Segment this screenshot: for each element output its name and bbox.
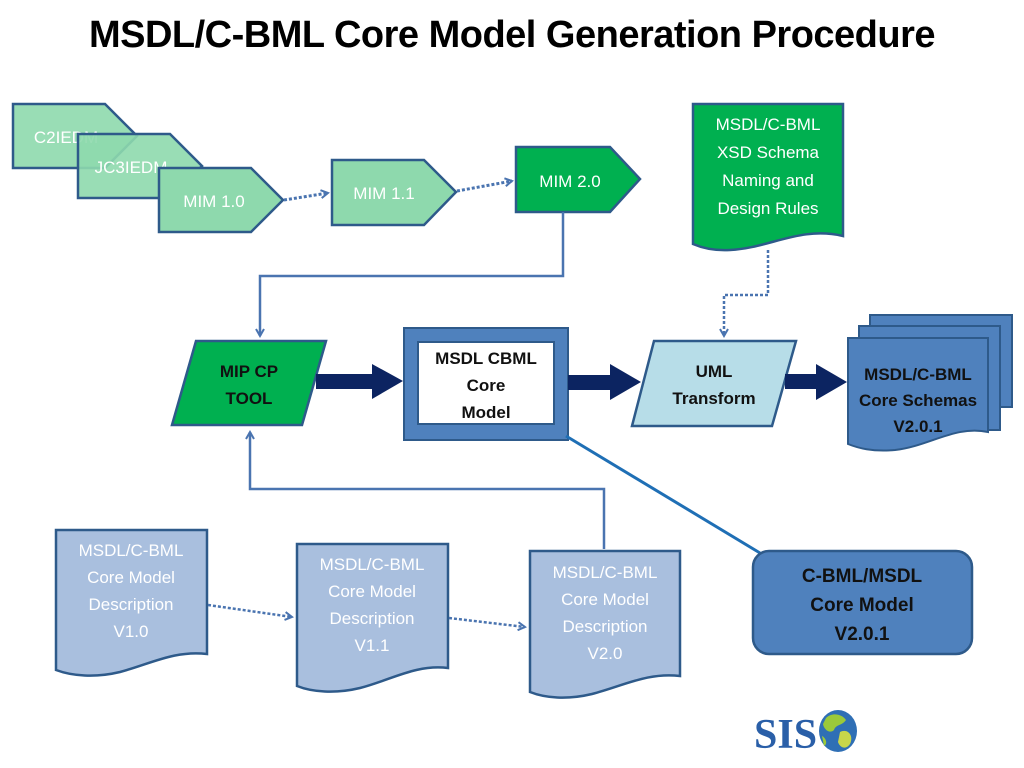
node-uml-transform[interactable]: UML Transform <box>630 339 798 428</box>
siso-logo: SIS <box>754 710 857 758</box>
core-model-v201-line-3: V2.0.1 <box>835 624 890 645</box>
mip-tool-line-2: TOOL <box>226 389 273 408</box>
desc-v10-line-3: Description <box>88 595 173 614</box>
core-schemas-line-3: V2.0.1 <box>893 417 942 436</box>
xsd-rules-line-4: Design Rules <box>717 199 818 218</box>
desc-v20-line-1: MSDL/C-BML <box>553 563 658 582</box>
desc-v11-line-1: MSDL/C-BML <box>320 555 425 574</box>
core-schemas-line-2: Core Schemas <box>859 391 977 410</box>
connector-mim11-mim20 <box>456 181 512 193</box>
desc-v11-line-3: Description <box>329 609 414 628</box>
core-model-line-3: Model <box>461 403 510 422</box>
node-mim11-label: MIM 1.1 <box>353 184 414 203</box>
arrow-mip-to-core <box>316 364 403 399</box>
desc-v20-line-2: Core Model <box>561 590 649 609</box>
node-desc-v11[interactable]: MSDL/C-BML Core Model Description V1.1 <box>295 542 450 693</box>
node-jc3iedm-label: JC3IEDM <box>95 158 168 177</box>
core-model-line-2: Core <box>467 376 506 395</box>
xsd-rules-line-3: Naming and <box>722 171 814 190</box>
logo-text: SIS <box>754 712 817 758</box>
page-title: MSDL/C-BML Core Model Generation Procedu… <box>88 14 936 56</box>
arrow-core-to-uml <box>568 364 641 400</box>
node-core-schemas[interactable]: MSDL/C-BML Core Schemas V2.0.1 <box>847 314 1013 452</box>
node-mip-cp-tool[interactable]: MIP CP TOOL <box>170 339 328 427</box>
node-xsd-rules[interactable]: MSDL/C-BML XSD Schema Naming and Design … <box>691 102 845 252</box>
node-core-model-v201[interactable]: C-BML/MSDL Core Model V2.0.1 <box>751 549 974 656</box>
core-model-line-1: MSDL CBML <box>435 349 537 368</box>
desc-v10-line-2: Core Model <box>87 568 175 587</box>
connector-xsd-uml <box>724 250 770 336</box>
arrow-uml-to-schemas <box>785 364 847 400</box>
uml-transform-line-2: Transform <box>672 389 755 408</box>
node-desc-v10[interactable]: MSDL/C-BML Core Model Description V1.0 <box>54 528 209 677</box>
mip-tool-line-1: MIP CP <box>220 362 278 381</box>
uml-transform-line-1: UML <box>696 362 733 381</box>
desc-v11-line-4: V1.1 <box>355 636 390 655</box>
core-model-v201-line-2: Core Model <box>810 595 913 616</box>
connector-desc-v20-mip <box>250 432 606 549</box>
desc-v20-line-4: V2.0 <box>588 644 623 663</box>
node-desc-v20[interactable]: MSDL/C-BML Core Model Description V2.0 <box>528 549 682 699</box>
desc-v10-line-4: V1.0 <box>114 622 149 641</box>
node-mim10[interactable]: MIM 1.0 <box>157 166 285 234</box>
xsd-rules-line-2: XSD Schema <box>717 143 820 162</box>
node-mim11[interactable]: MIM 1.1 <box>330 158 458 227</box>
node-mim20[interactable]: MIM 2.0 <box>514 145 642 214</box>
node-core-model[interactable]: MSDL CBML Core Model <box>403 327 569 441</box>
desc-v10-line-1: MSDL/C-BML <box>79 541 184 560</box>
core-schemas-line-1: MSDL/C-BML <box>864 365 972 384</box>
connector-mim20-mip <box>260 212 565 336</box>
desc-v11-line-2: Core Model <box>328 582 416 601</box>
connector-v10-v11 <box>207 603 292 617</box>
globe-icon <box>819 710 857 752</box>
node-mim10-label: MIM 1.0 <box>183 192 244 211</box>
node-mim20-label: MIM 2.0 <box>539 172 600 191</box>
xsd-rules-line-1: MSDL/C-BML <box>716 115 821 134</box>
core-model-v201-line-1: C-BML/MSDL <box>802 566 923 587</box>
connector-mim10-mim11 <box>283 193 328 202</box>
desc-v20-line-3: Description <box>562 617 647 636</box>
connector-core-to-v201 <box>565 434 761 555</box>
connector-v11-v20 <box>448 616 525 627</box>
